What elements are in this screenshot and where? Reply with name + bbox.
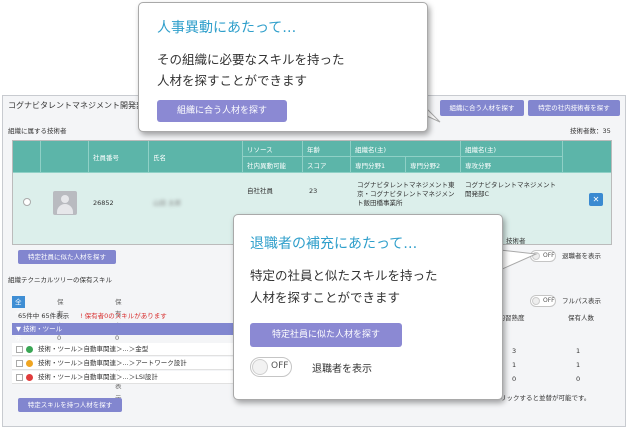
- find-similar-button[interactable]: 特定社員に似た人材を探す: [18, 250, 116, 264]
- table-header-field1[interactable]: 専門分野1: [351, 157, 406, 173]
- tab-show-all[interactable]: 全て表示: [12, 296, 25, 342]
- callout-retire: 退職者の補充にあたって… 特定の社員と似たスキルを持った 人材を探すことができま…: [233, 214, 503, 400]
- employee-name: 山田 太郎: [153, 199, 182, 207]
- toggle-state: OFF: [543, 252, 555, 259]
- status-alert-icon: [26, 374, 33, 381]
- holders-value: 0: [576, 375, 581, 383]
- retired-toggle[interactable]: OFF: [530, 250, 556, 262]
- avatar: [53, 191, 77, 215]
- table-header-org2[interactable]: 組織名(主): [461, 141, 563, 157]
- callout-org: 人事異動にあたって… その組織に必要なスキルを持った 人材を探すことができます …: [138, 2, 428, 132]
- table-header-major[interactable]: 専攻分野: [461, 157, 563, 173]
- footnote: リックすると並替が可能です。: [500, 394, 591, 402]
- callout-find-similar-button[interactable]: 特定社員に似た人材を探す: [250, 323, 402, 347]
- skill-label: 技術・ツール＞自動車関連＞...＞アートワーク設計: [38, 359, 187, 367]
- callout-retired-toggle[interactable]: OFF: [250, 357, 292, 377]
- callout-match-org-button[interactable]: 組織に合う人材を探す: [157, 100, 287, 122]
- row-checkbox[interactable]: [16, 346, 23, 353]
- table-header-transferable[interactable]: 社内異動可能: [243, 157, 303, 173]
- table-header-photo: [41, 141, 89, 173]
- callout-body-line1: 特定の社員と似たスキルを持った: [250, 268, 438, 283]
- score: 23: [309, 187, 318, 195]
- toggle-knob: [532, 297, 540, 305]
- row-checkbox[interactable]: [16, 374, 23, 381]
- toggle-state: OFF: [543, 297, 555, 304]
- retired-toggle-label: 退職者を表示: [562, 252, 601, 260]
- status-ok-icon: [26, 346, 33, 353]
- table-header-employee-no[interactable]: 社員番号: [89, 141, 149, 173]
- org1-text: コグナビタレントマネジメント東京・コグナビタレントマネジメント飯田橋事業所: [357, 181, 455, 207]
- callout-title: 人事異動にあたって…: [157, 20, 297, 36]
- tab-zero-holders[interactable]: 保有者0人表示: [57, 298, 64, 378]
- app-title: コグナビタレントマネジメント開発部: [8, 101, 144, 110]
- col-holders-header[interactable]: 保有人数: [568, 314, 594, 322]
- tech-section-label: 組織に属する技術者: [8, 127, 67, 135]
- avg-value: 1: [512, 361, 517, 369]
- tech-count: 技術者数：35: [570, 127, 611, 135]
- skill-section-label: 組織テクニカルツリーの保有スキル: [8, 276, 112, 284]
- skill-label: 技術・ツール＞自動車関連＞...＞LSI設計: [38, 373, 158, 381]
- table-header-age[interactable]: 年齢: [303, 141, 351, 157]
- full-path-toggle[interactable]: OFF: [530, 295, 556, 307]
- row-checkbox[interactable]: [16, 360, 23, 367]
- table-header-name[interactable]: 氏名: [149, 141, 243, 173]
- find-by-skill-button[interactable]: 特定スキルを持つ人材を探す: [18, 398, 122, 412]
- full-path-label: フルパス表示: [562, 297, 601, 305]
- toggle-state: OFF: [271, 361, 289, 371]
- table-header-score[interactable]: スコア: [303, 157, 351, 173]
- skill-row[interactable]: 技術・ツール＞自動車関連＞...＞金型: [12, 343, 237, 356]
- employee-no: 26852: [93, 199, 114, 207]
- avg-value: 0: [512, 375, 517, 383]
- warning-text: ! 保有者0のスキルがあります: [80, 312, 167, 320]
- col-avg-header[interactable]: 平均習熟度: [492, 314, 525, 322]
- tech-list-button[interactable]: 特定の社内技術者を探す: [528, 100, 620, 116]
- row-select-radio[interactable]: [23, 198, 31, 206]
- avg-value: 3: [512, 347, 517, 355]
- callout-body-line2: 人材を探すことができます: [250, 290, 401, 305]
- tree-header[interactable]: ▼ 技術・ツール: [12, 323, 237, 335]
- table-header-org1[interactable]: 組織名(主): [351, 141, 461, 157]
- callout-toggle-label: 退職者を表示: [312, 364, 372, 375]
- skill-row[interactable]: 技術・ツール＞自動車関連＞...＞アートワーク設計: [12, 357, 237, 370]
- holders-value: 1: [576, 361, 581, 369]
- tab-nonzero-holders[interactable]: 保有者0人以外表示: [115, 298, 122, 402]
- table-header-field2[interactable]: 専門分野2: [406, 157, 461, 173]
- org2-text: コグナビタレントマネジメント開発部C: [465, 181, 556, 198]
- remove-button[interactable]: ✕: [589, 193, 603, 206]
- table-header-resource[interactable]: リソース: [243, 141, 303, 157]
- skill-summary: 65件中 65件表示: [18, 312, 70, 320]
- resource-type: 自社社員: [247, 187, 273, 195]
- close-icon: ✕: [592, 195, 600, 204]
- callout-title: 退職者の補充にあたって…: [250, 236, 418, 252]
- toggle-knob: [252, 359, 268, 375]
- holders-value: 1: [576, 347, 581, 355]
- callout-tail: [500, 249, 538, 271]
- callout-body-line1: その組織に必要なスキルを持った: [157, 52, 345, 67]
- row-extra-text: 技術者: [506, 237, 526, 245]
- callout-body-line2: 人材を探すことができます: [157, 73, 308, 88]
- skill-label: 技術・ツール＞自動車関連＞...＞金型: [38, 345, 149, 353]
- table-header-select: [13, 141, 41, 173]
- skill-row[interactable]: 技術・ツール＞自動車関連＞...＞LSI設計: [12, 371, 237, 384]
- table-header-actions: [563, 141, 611, 173]
- match-org-button[interactable]: 組織に合う人材を探す: [440, 100, 524, 116]
- status-warning-icon: [26, 360, 33, 367]
